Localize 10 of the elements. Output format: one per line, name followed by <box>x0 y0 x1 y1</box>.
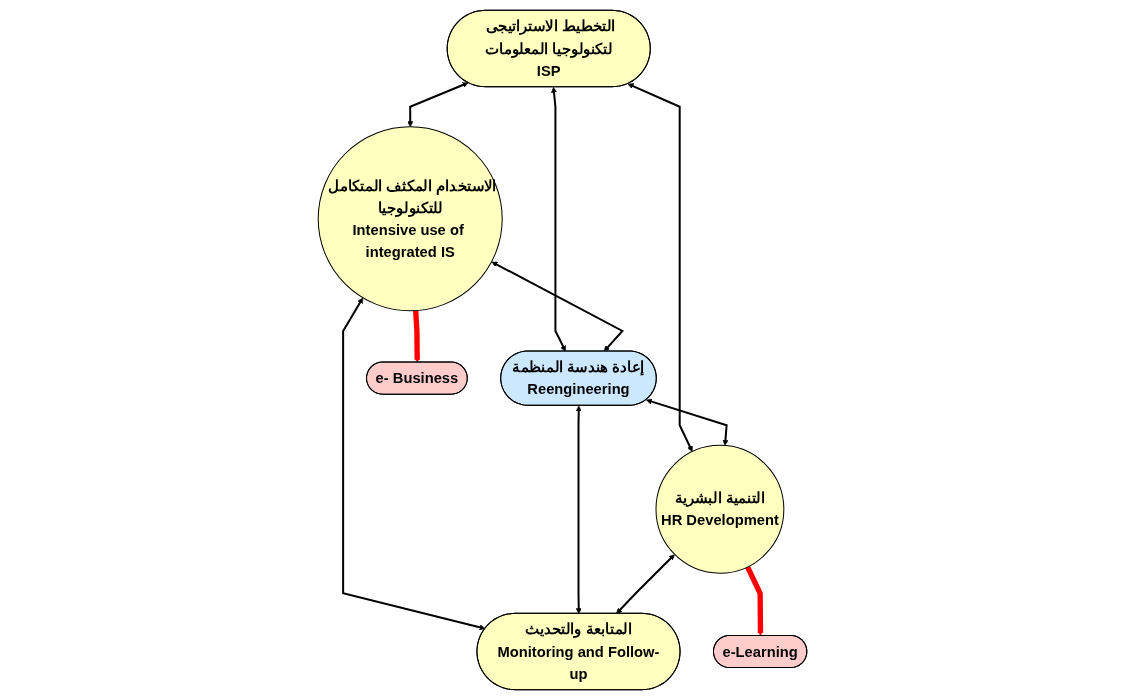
arrow <box>407 81 469 127</box>
arrow <box>413 310 421 363</box>
arrow <box>616 553 675 614</box>
arrow <box>745 565 764 636</box>
arrow <box>646 398 729 446</box>
arrow <box>491 261 624 352</box>
arrow <box>627 82 693 452</box>
arrow <box>551 86 566 352</box>
arrow <box>575 405 582 614</box>
arrow <box>342 297 486 630</box>
